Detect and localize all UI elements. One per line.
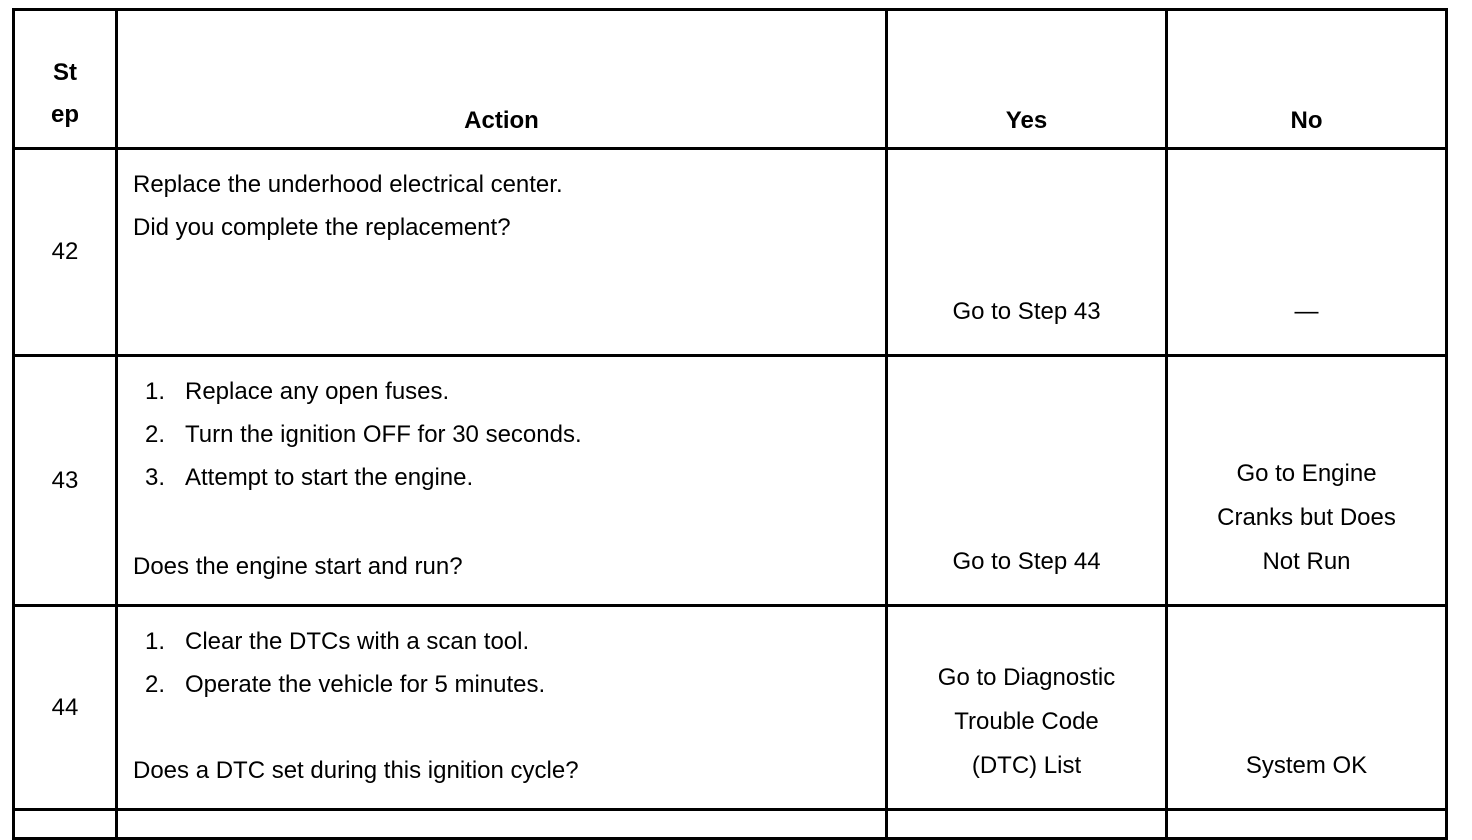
header-cell-action: Action: [118, 11, 888, 150]
list-item: 1. Clear the DTCs with a scan tool.: [133, 620, 869, 663]
row-42-yes-cell: Go to Step 43: [888, 150, 1168, 357]
row-43-action-question: Does the engine start and run?: [133, 553, 463, 580]
header-action-label: Action: [464, 107, 539, 134]
header-cell-step: Step: [15, 11, 118, 150]
row-43-no-text-line: Not Run: [1262, 548, 1351, 575]
header-yes-label: Yes: [1005, 107, 1048, 134]
row-43-no-text-line: Cranks but Does: [1217, 504, 1396, 531]
list-item: 1. Replace any open fuses.: [133, 370, 869, 413]
list-item-text: Turn the ignition OFF for 30 seconds.: [185, 421, 582, 448]
row-44-action-cell: 1. Clear the DTCs with a scan tool. 2. O…: [118, 607, 888, 811]
row-42-yes-text: Go to Step 43: [952, 298, 1101, 325]
list-item-text: Attempt to start the engine.: [185, 464, 474, 491]
list-item-text: Replace any open fuses.: [185, 378, 450, 405]
row-44-yes-text-line: (DTC) List: [971, 752, 1082, 779]
diagnostic-step-table: Step Action Yes No 42 Replace the underh…: [12, 8, 1448, 840]
row-44-action-question: Does a DTC set during this ignition cycl…: [133, 757, 579, 784]
row-42-action-statement: Replace the underhood electrical center.: [133, 171, 563, 198]
list-item-number: 2.: [145, 421, 166, 448]
row-44-yes-text-line: Trouble Code: [954, 708, 1099, 735]
row-44-no-cell: System OK: [1168, 607, 1445, 811]
header-cell-yes: Yes: [888, 11, 1168, 150]
list-item-text: Clear the DTCs with a scan tool.: [185, 628, 530, 655]
list-item-text: Operate the vehicle for 5 minutes.: [185, 671, 546, 698]
row-42-action-cell: Replace the underhood electrical center.…: [118, 150, 888, 357]
row-44-no-text: System OK: [1245, 752, 1368, 779]
truncated-row-step-cell: [15, 811, 118, 837]
list-item: 2. Operate the vehicle for 5 minutes.: [133, 663, 869, 706]
header-cell-no: No: [1168, 11, 1445, 150]
truncated-row-yes-cell: [888, 811, 1168, 837]
row-44-step-number: 44: [15, 607, 118, 811]
truncated-row-action-cell: [118, 811, 888, 837]
row-42-action-question: Did you complete the replacement?: [133, 214, 511, 241]
row-44-yes-text-line: Go to Diagnostic: [937, 664, 1116, 691]
row-43-yes-text: Go to Step 44: [952, 548, 1101, 575]
truncated-row-no-cell: [1168, 811, 1445, 837]
row-43-no-text-line: Go to Engine: [1236, 460, 1377, 487]
row-44-yes-cell: Go to Diagnostic Trouble Code (DTC) List: [888, 607, 1168, 811]
row-42-no-cell: —: [1168, 150, 1445, 357]
header-step-label: Step: [50, 59, 79, 128]
list-item: 2. Turn the ignition OFF for 30 seconds.: [133, 413, 869, 456]
list-item-number: 2.: [145, 671, 166, 698]
row-43-yes-cell: Go to Step 44: [888, 357, 1168, 607]
row-42-no-dash: —: [1294, 298, 1319, 325]
row-43-action-cell: 1. Replace any open fuses. 2. Turn the i…: [118, 357, 888, 607]
row-43-step-number: 43: [15, 357, 118, 607]
row-42-step-number: 42: [15, 150, 118, 357]
row-43-no-cell: Go to Engine Cranks but Does Not Run: [1168, 357, 1445, 607]
list-item-number: 1.: [145, 628, 166, 655]
list-item-number: 3.: [145, 464, 166, 491]
list-item: 3. Attempt to start the engine.: [133, 456, 869, 499]
header-no-label: No: [1290, 107, 1323, 134]
list-item-number: 1.: [145, 378, 166, 405]
